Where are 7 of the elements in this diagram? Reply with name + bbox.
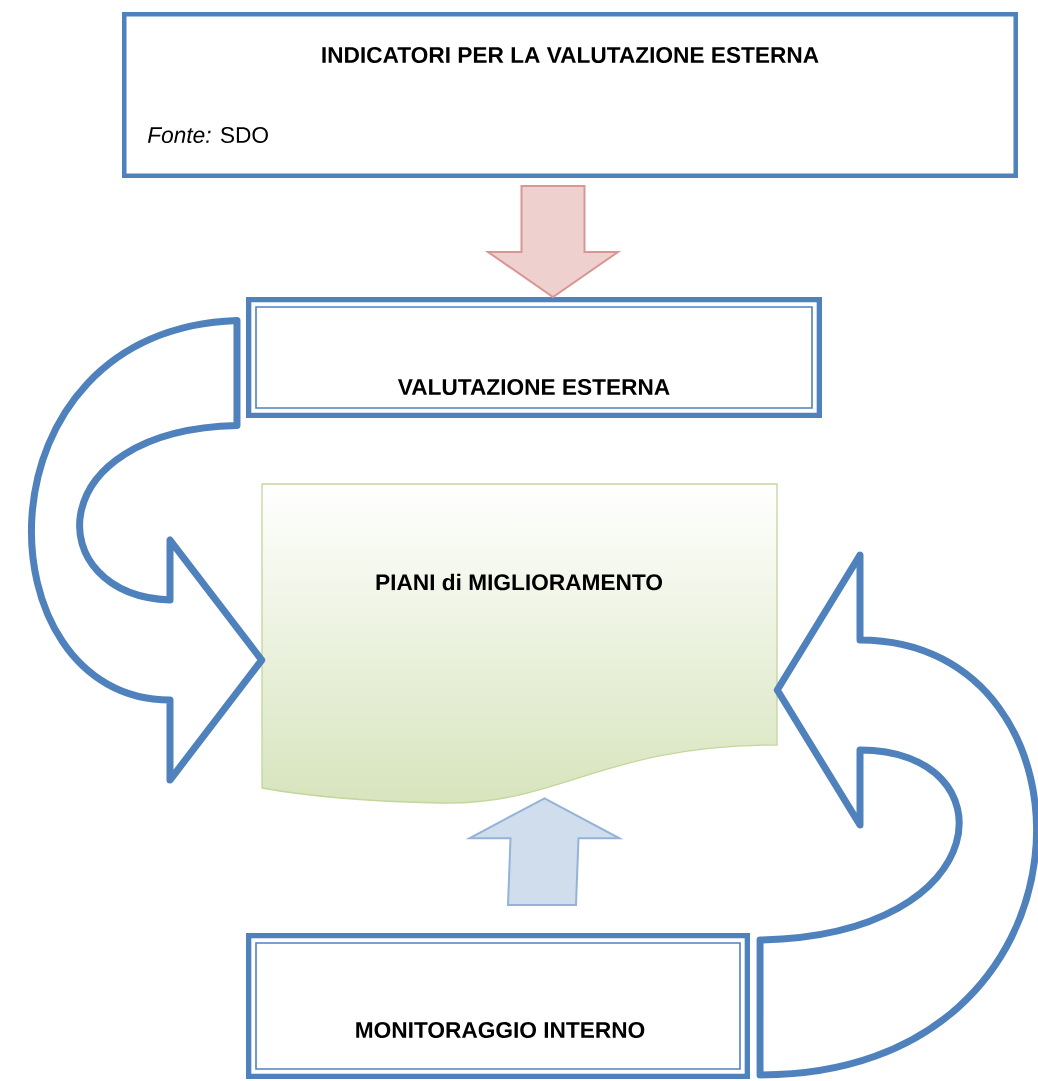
process-box: INDICATORI PER LA VALUTAZIONE ESTERNA Fonte: SDO xyxy=(122,12,1018,178)
process-box: MONITORAGGIO INTERNO xyxy=(246,933,750,1079)
curved-arrow xyxy=(756,551,1038,1079)
block-arrow xyxy=(484,185,622,299)
process-box: VALUTAZIONE ESTERNA xyxy=(245,297,822,419)
curved-arrow xyxy=(28,317,266,784)
block-arrow xyxy=(465,797,624,906)
